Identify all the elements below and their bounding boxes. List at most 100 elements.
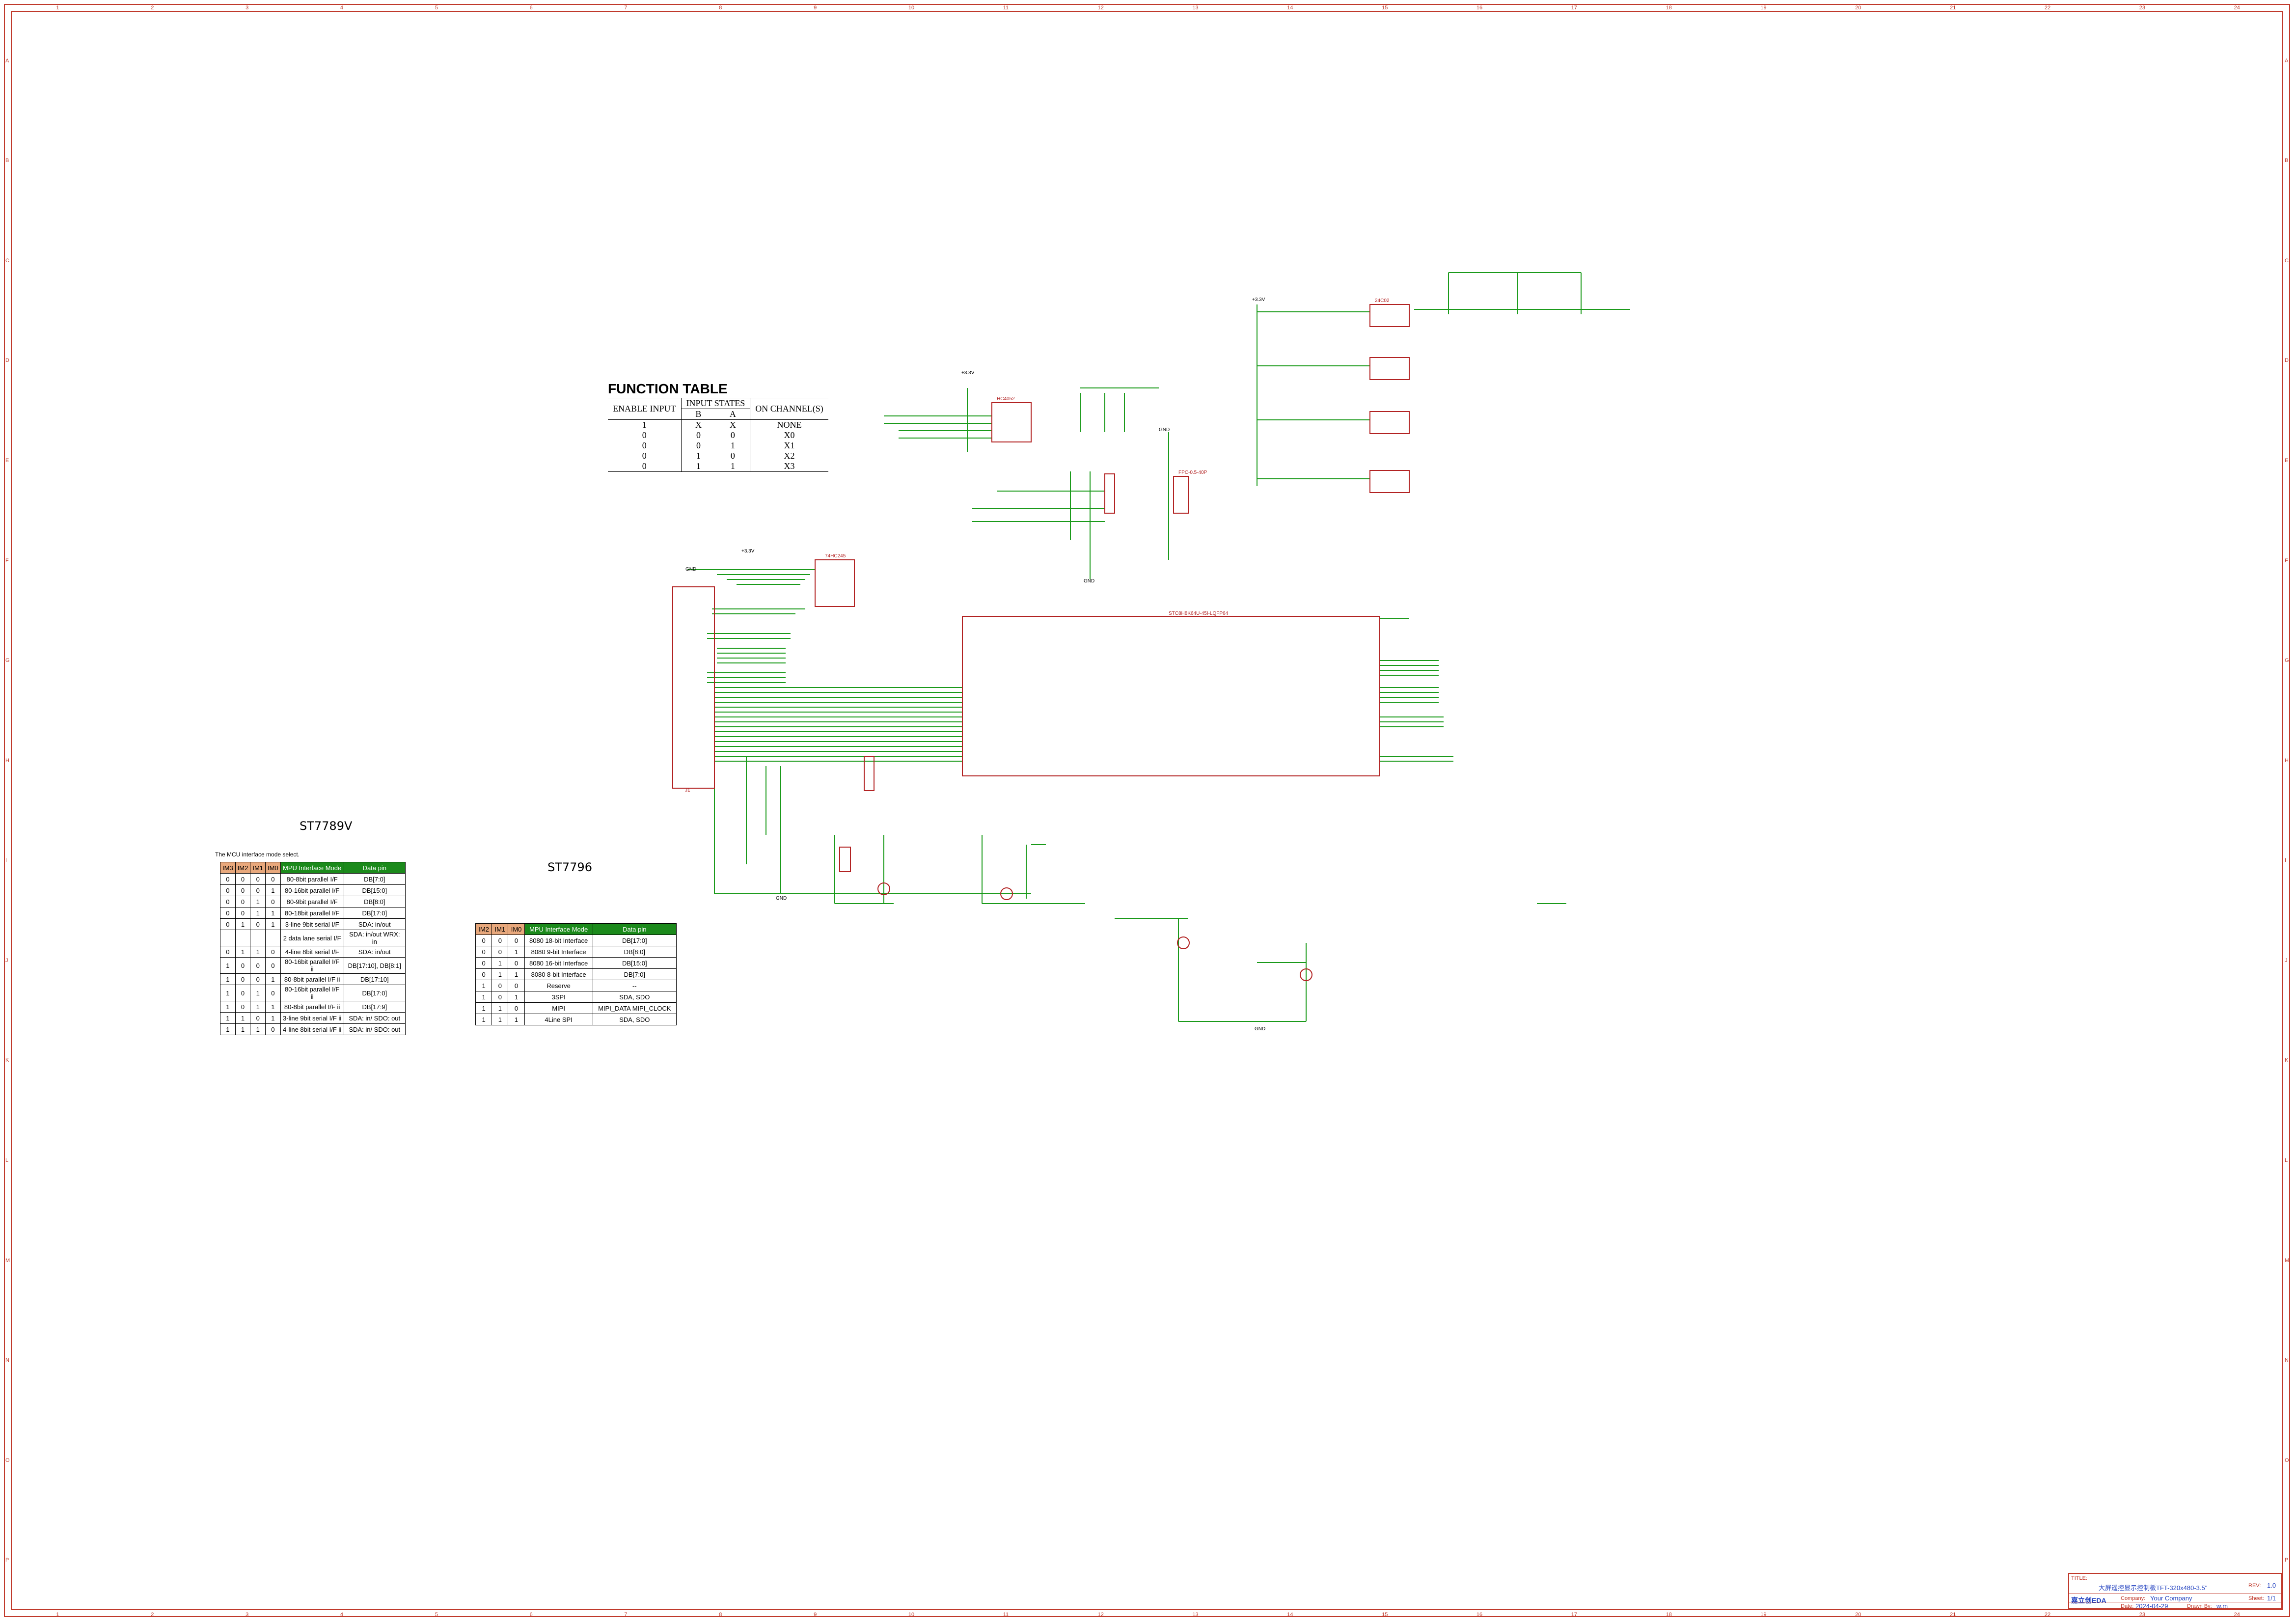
- transistor-q2: [1000, 887, 1013, 900]
- zone-letter-left: O: [5, 1457, 10, 1463]
- function-table-cell: X3: [750, 461, 828, 472]
- zone-number-bottom: 21: [1950, 1612, 1956, 1618]
- zone-number-bottom: 16: [1476, 1612, 1483, 1618]
- zone-letter-left: E: [5, 458, 9, 464]
- zone-letter-right: H: [2285, 757, 2289, 764]
- zone-letter-right: F: [2285, 557, 2288, 564]
- zone-number-top: 23: [2139, 5, 2145, 11]
- rev-label: REV:: [2248, 1583, 2261, 1589]
- zone-number-top: 20: [1855, 5, 1861, 11]
- st7789v-table-header-cell: Data pin: [343, 862, 406, 874]
- function-table-cell: X0: [784, 430, 795, 440]
- zone-number-top: 3: [246, 5, 249, 11]
- zone-number-bottom: 5: [435, 1612, 438, 1618]
- zone-number-top: 1: [56, 5, 59, 11]
- zone-number-top: 16: [1476, 5, 1483, 11]
- connector-label: J1: [685, 788, 690, 793]
- table-cell: 1: [265, 884, 281, 896]
- st7789v-heading: ST7789V: [300, 819, 353, 833]
- table-cell: 80-8bit parallel I/F: [280, 873, 344, 885]
- table-cell: 0: [250, 957, 266, 974]
- mux-ic: [991, 402, 1032, 442]
- zone-letter-left: F: [5, 557, 9, 564]
- function-table-cell: X: [715, 419, 751, 430]
- zone-letter-left: L: [5, 1157, 9, 1163]
- table-cell: DB[17:9]: [343, 1001, 406, 1013]
- zone-number-top: 8: [719, 5, 722, 11]
- gnd-label-4: GND: [776, 896, 787, 901]
- zone-number-bottom: 8: [719, 1612, 722, 1618]
- zone-number-bottom: 18: [1666, 1612, 1672, 1618]
- table-cell: 1: [508, 968, 525, 980]
- mcu-note: The MCU interface mode select.: [215, 851, 300, 858]
- zone-letter-right: D: [2285, 358, 2289, 364]
- st7796-table-header-cell: IM1: [492, 923, 509, 935]
- zone-number-top: 5: [435, 5, 438, 11]
- title-value: 大屏遥控显示控制板TFT-320x480-3.5": [2099, 1584, 2208, 1592]
- function-table-cell: 0: [696, 440, 701, 450]
- table-cell: DB[7:0]: [592, 968, 677, 980]
- zone-letter-left: D: [5, 358, 9, 364]
- table-cell: SDA: in/out: [343, 946, 406, 958]
- zone-number-top: 15: [1382, 5, 1388, 11]
- zone-letter-right: B: [2285, 158, 2289, 164]
- function-table-cell: 1: [715, 440, 751, 451]
- zone-number-top: 14: [1287, 5, 1293, 11]
- title-label: TITLE:: [2071, 1575, 2088, 1581]
- mcu-label: STC8H8K64U-45I-LQFP64: [1169, 611, 1229, 616]
- mcu-ic: [962, 616, 1380, 776]
- table-cell: 0: [220, 873, 236, 885]
- zone-number-bottom: 22: [2044, 1612, 2051, 1618]
- table-cell: 1: [475, 1014, 492, 1025]
- zone-letter-right: J: [2285, 957, 2288, 963]
- zone-number-bottom: 10: [908, 1612, 915, 1618]
- title-block: TITLE: 大屏遥控显示控制板TFT-320x480-3.5" REV: 1.…: [2068, 1573, 2282, 1610]
- function-table-cell: 0: [608, 440, 682, 451]
- function-table-cell: 1: [608, 419, 682, 430]
- function-table-cell: X2: [784, 451, 795, 461]
- company-label: Company:: [2121, 1595, 2146, 1601]
- zone-number-top: 13: [1192, 5, 1199, 11]
- st7796-heading: ST7796: [547, 860, 592, 874]
- sheet-label: Sheet:: [2248, 1595, 2264, 1601]
- zone-number-bottom: 15: [1382, 1612, 1388, 1618]
- zone-letter-left: B: [5, 158, 9, 164]
- schematic-text: HC4052 FPC-0.5-40P 24C02 74HC245 STC8H8K…: [685, 297, 1390, 1032]
- sheet-value: 1/1: [2267, 1595, 2276, 1602]
- st7796-table-header-cell: MPU Interface Mode: [524, 923, 593, 935]
- function-table-cell: 0: [608, 430, 682, 440]
- zone-number-bottom: 7: [624, 1612, 628, 1618]
- buffer-ic: [815, 559, 855, 607]
- table-cell: 4Line SPI: [524, 1014, 593, 1025]
- table-cell: 1: [475, 980, 492, 991]
- table-cell: 1: [220, 973, 236, 985]
- st7789v-table-header-cell: IM1: [250, 862, 266, 874]
- function-table: ENABLE INPUT INPUT STATES ON CHANNEL(S) …: [608, 398, 828, 472]
- st7796-table-header-cell: IM0: [508, 923, 525, 935]
- zone-letter-right: A: [2285, 57, 2289, 64]
- table-cell: DB[7:0]: [343, 873, 406, 885]
- table-cell: 0: [235, 957, 251, 974]
- function-table-cell: 0: [696, 430, 701, 440]
- table-cell: 0: [492, 980, 509, 991]
- table-cell: 2 data lane serial I/F: [280, 930, 344, 946]
- table-cell: SDA, SDO: [592, 1014, 677, 1025]
- table-cell: 1: [250, 1023, 266, 1035]
- table-cell: 1: [250, 896, 266, 908]
- function-table-cell: 0: [608, 461, 682, 472]
- zone-number-bottom: 2: [151, 1612, 154, 1618]
- zone-letter-right: K: [2285, 1057, 2289, 1064]
- sheet-border-inner: [11, 11, 2283, 1610]
